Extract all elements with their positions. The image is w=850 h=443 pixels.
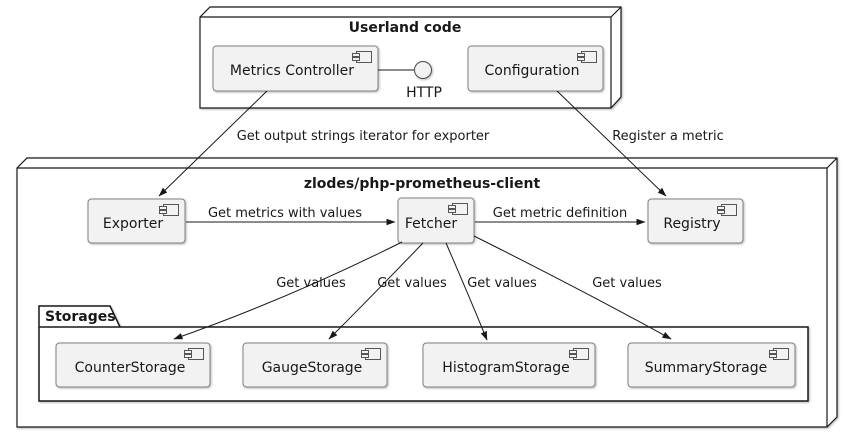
component-metrics-controller-box [212,45,379,92]
folder-storages-title: Storages [45,309,116,325]
package-userland-3d-edges [200,6,622,108]
component-gauge-storage-label: GaugeStorage [262,360,363,376]
component-icon [569,348,589,360]
component-histogram-storage-box [422,342,596,388]
edge-metricscontroller-exporter [158,90,268,197]
component-configuration: Configuration [467,45,604,92]
component-gauge-storage-box [242,342,388,388]
component-fetcher-label: Fetcher [405,216,458,232]
edge-label-get-values-2: Get values [377,276,447,291]
component-histogram-storage-label: HistogramStorage [442,360,569,376]
interface-http-label: HTTP [406,85,442,101]
edge-configuration-registry [556,90,667,197]
component-summary-storage-label: SummaryStorage [645,360,767,376]
component-icon [361,348,381,360]
component-metrics-controller-label: Metrics Controller [230,63,354,79]
component-histogram-storage: HistogramStorage [422,342,596,388]
edge-fetcher-summarystorage [473,235,672,340]
component-gauge-storage: GaugeStorage [242,342,388,388]
edge-label-output-iterator: Get output strings iterator for exporter [237,129,490,144]
component-fetcher: Fetcher [397,197,475,244]
component-icon [577,51,597,63]
edges [158,90,672,341]
component-configuration-label: Configuration [485,63,580,79]
component-summary-storage: SummaryStorage [627,342,796,388]
edge-label-get-values-3: Get values [467,276,537,291]
component-registry-label: Registry [663,216,720,232]
edge-fetcher-gaugestorage [328,242,424,340]
component-counter-storage-label: CounterStorage [75,360,186,376]
component-counter-storage-box [55,342,211,388]
edge-fetcher-counterstorage [173,241,403,340]
edge-label-get-values-4: Get values [592,276,662,291]
interface-icon [414,61,432,79]
component-metrics-controller: Metrics Controller [212,45,379,92]
package-client-3d-edges [17,157,838,427]
edge-fetcher-histogramstorage [445,242,488,341]
edge-label-get-values-1: Get values [276,276,346,291]
edge-labels: Get output strings iterator for exporter… [208,129,724,291]
component-icon [717,204,737,216]
edge-label-get-metrics-with-values: Get metrics with values [208,206,362,221]
component-icon [769,348,789,360]
interface-http: HTTP [378,61,442,101]
edge-label-get-metric-definition: Get metric definition [493,206,628,221]
component-icon [159,204,179,216]
package-userland-title: Userland code [349,20,462,36]
component-exporter: Exporter [87,198,186,244]
component-icon [184,348,204,360]
package-client-title: zlodes/php-prometheus-client [304,176,541,192]
component-configuration-box [467,45,604,92]
component-registry: Registry [647,198,744,244]
edge-label-register-metric: Register a metric [612,129,724,144]
component-icon [352,51,372,63]
component-counter-storage: CounterStorage [55,342,211,388]
component-exporter-label: Exporter [103,216,163,232]
component-icon [448,203,468,215]
component-summary-storage-box [627,342,796,388]
